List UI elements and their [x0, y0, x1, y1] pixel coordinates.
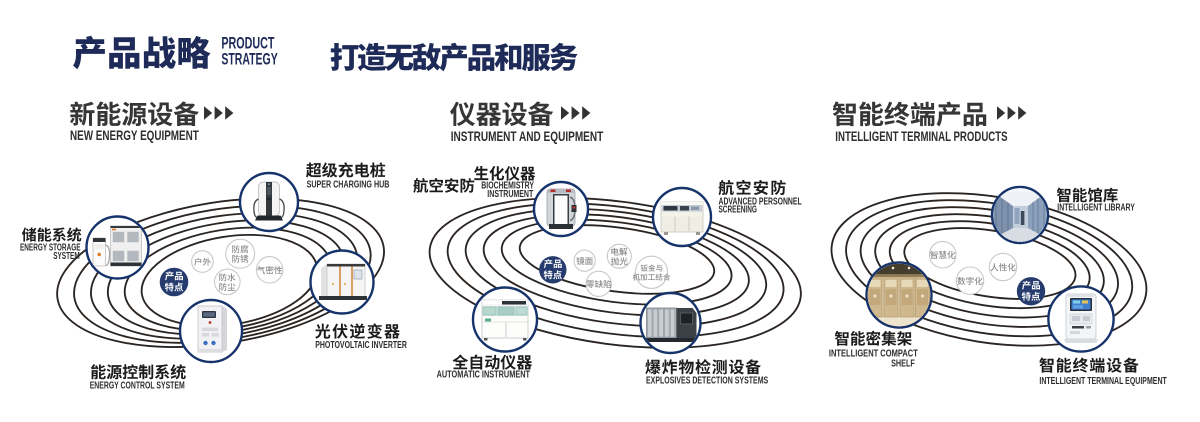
svg-text:NEW ENERGY EQUIPMENT: NEW ENERGY EQUIPMENT	[70, 128, 199, 143]
svg-text:INTELLIGENT LIBRARY: INTELLIGENT LIBRARY	[1057, 202, 1135, 213]
svg-text:STRATEGY: STRATEGY	[221, 49, 277, 68]
svg-text:SYSTEM: SYSTEM	[53, 251, 80, 262]
svg-text:SHELF: SHELF	[891, 358, 915, 369]
svg-text:EXPLOSIVES DETECTION SYSTEMS: EXPLOSIVES DETECTION SYSTEMS	[646, 375, 769, 386]
svg-text:PRODUCT: PRODUCT	[221, 33, 274, 52]
svg-text:SUPER CHARGING HUB: SUPER CHARGING HUB	[307, 179, 390, 190]
svg-text:AUTOMATIC INSTRUMENT: AUTOMATIC INSTRUMENT	[437, 370, 530, 381]
svg-text:INTELLIGENT TERMINAL PRODUCTS: INTELLIGENT TERMINAL PRODUCTS	[835, 129, 1007, 144]
svg-text:INSTRUMENT: INSTRUMENT	[487, 189, 533, 200]
svg-text:ENERGY STORAGE: ENERGY STORAGE	[20, 243, 81, 254]
svg-text:BIOCHEMISTRY: BIOCHEMISTRY	[481, 181, 534, 192]
svg-text:ADVANCED PERSONNEL: ADVANCED PERSONNEL	[719, 196, 802, 207]
svg-text:SCREENING: SCREENING	[719, 205, 757, 216]
svg-text:ENERGY CONTROL SYSTEM: ENERGY CONTROL SYSTEM	[90, 380, 185, 391]
svg-text:INTELLIGENT COMPACT: INTELLIGENT COMPACT	[829, 348, 918, 359]
svg-text:INSTRUMENT AND EQUIPMENT: INSTRUMENT AND EQUIPMENT	[451, 129, 604, 144]
svg-text:INTELLIGENT TERMINAL EQUIPMENT: INTELLIGENT TERMINAL EQUIPMENT	[1039, 376, 1166, 387]
svg-text:PHOTOVOLTAIC INVERTER: PHOTOVOLTAIC INVERTER	[315, 340, 407, 351]
